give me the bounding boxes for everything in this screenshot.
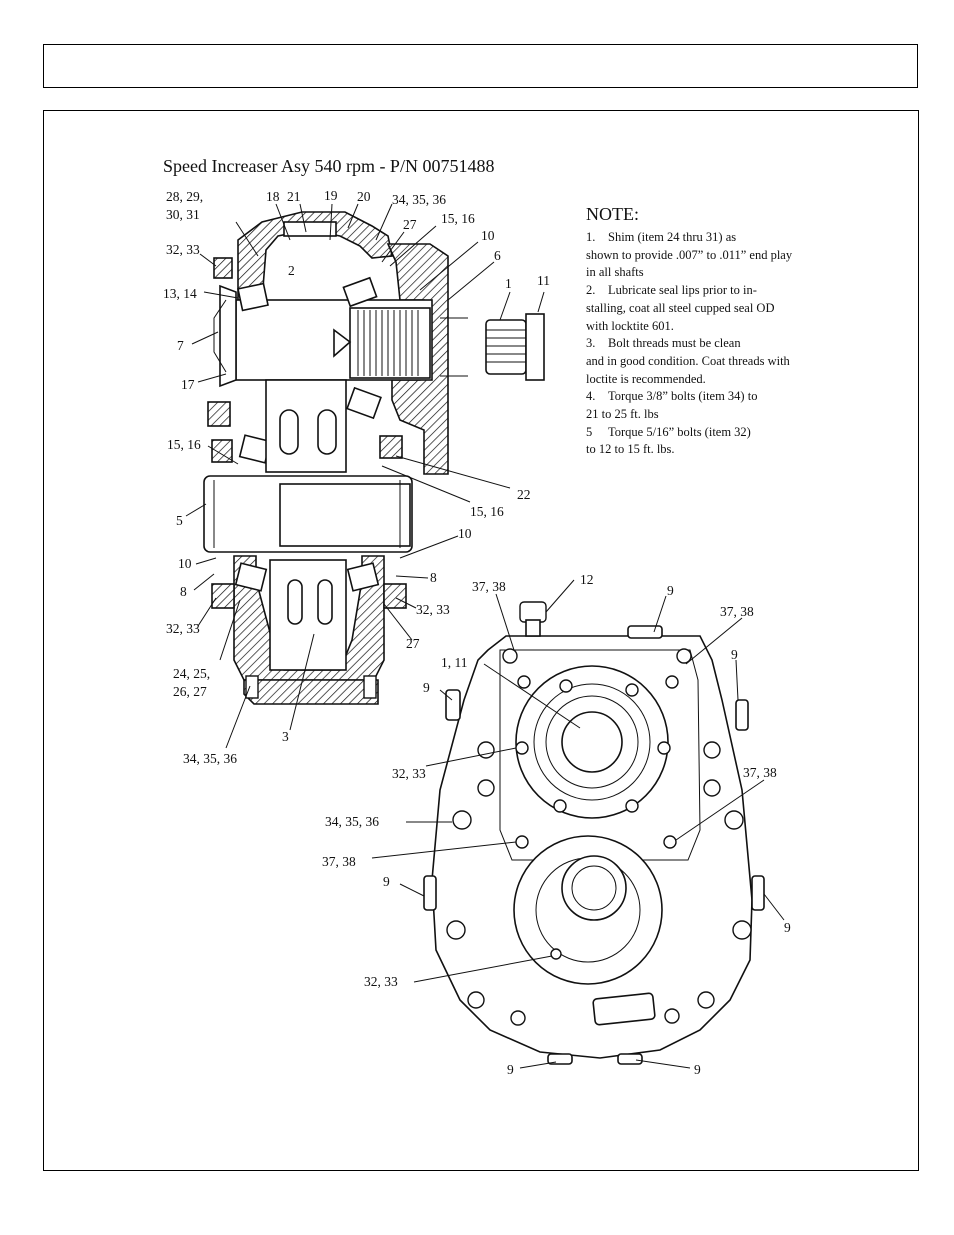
callout-15-16-mid: 15, 16 (470, 504, 504, 519)
note-text-cont: stalling, coat all steel cupped seal OD … (586, 300, 775, 333)
callout-9-left-b: 9 (383, 874, 390, 889)
note-item: 3. Bolt threads must be clean and in good… (586, 335, 799, 388)
note-text-cont: to 12 to 15 ft. lbs. (586, 442, 675, 457)
callout-9-right-a: 9 (731, 647, 738, 662)
callout-1-11: 1, 11 (441, 655, 468, 670)
callout-10-left: 10 (178, 556, 192, 571)
callout-10-top: 10 (481, 228, 495, 243)
callout-9-right-b: 9 (784, 920, 791, 935)
note-text: Lubricate seal lips prior to in- (608, 283, 757, 298)
callout-3: 3 (282, 729, 289, 744)
callout-24-25: 24, 25, (173, 666, 210, 681)
note-text-cont: and in good condition. Coat threads with… (586, 353, 790, 386)
callout-17: 17 (181, 377, 195, 392)
callout-32-33-right: 32, 33 (416, 602, 450, 617)
note-number: 1. (586, 230, 596, 244)
callout-37-38-d: 37, 38 (322, 854, 356, 869)
note-item: 5 Torque 5/16” bolts (item 32) to 12 to 1… (586, 424, 799, 459)
callout-15-16-top: 15, 16 (441, 211, 475, 226)
callout-26-27: 26, 27 (173, 684, 207, 699)
callout-7: 7 (177, 338, 184, 353)
callout-18: 18 (266, 189, 280, 204)
note-text: Shim (item 24 thru 31) as (608, 230, 737, 244)
note-text: Bolt threads must be clean (608, 336, 741, 351)
callout-9-left-a: 9 (423, 680, 430, 695)
callout-5: 5 (176, 513, 183, 528)
callout-6: 6 (494, 248, 501, 263)
callout-21: 21 (287, 189, 301, 204)
callout-32-33-front: 32, 33 (392, 766, 426, 781)
note-text-cont: shown to provide .007” to .011” end play… (586, 247, 793, 280)
callout-34-35-36-bottom: 34, 35, 36 (183, 751, 237, 766)
callout-11: 11 (537, 273, 550, 288)
note-text-cont: 21 to 25 ft. lbs (586, 407, 659, 422)
header-box (43, 44, 918, 88)
content-frame (43, 110, 919, 1171)
callout-12: 12 (580, 572, 594, 587)
callout-27-top: 27 (403, 217, 417, 232)
section-view (203, 211, 545, 705)
callout-9-top: 9 (667, 583, 674, 598)
callout-10-right: 10 (458, 526, 472, 541)
callout-20: 20 (357, 189, 371, 204)
callout-1: 1 (505, 276, 512, 291)
callout-34-35-36-front: 34, 35, 36 (325, 814, 379, 829)
callout-9-bottom-left: 9 (507, 1062, 514, 1077)
callout-37-38-b: 37, 38 (720, 604, 754, 619)
callout-28-29: 28, 29, (166, 189, 203, 204)
callout-8-left: 8 (180, 584, 187, 599)
callout-34-35-36-top: 34, 35, 36 (392, 192, 446, 207)
note-number: 5 (586, 424, 593, 439)
callout-30-31: 30, 31 (166, 207, 200, 222)
callout-32-33-lower: 32, 33 (364, 974, 398, 989)
callout-8-right: 8 (430, 570, 437, 585)
note-item: 1. Shim (item 24 thru 31) as shown to pro… (586, 229, 799, 282)
note-item: 2. Lubricate seal lips prior to in- stall… (586, 282, 799, 335)
callout-13-14: 13, 14 (163, 286, 197, 301)
callout-9-bottom-right: 9 (694, 1062, 701, 1077)
note-heading: NOTE: (586, 204, 639, 224)
front-bolts (446, 648, 752, 1026)
callout-37-38-c: 37, 38 (743, 765, 777, 780)
callout-32-33-top: 32, 33 (166, 242, 200, 257)
front-view (423, 601, 765, 1065)
callout-22: 22 (517, 487, 531, 502)
leader-lines (185, 203, 785, 1069)
note-text: Torque 5/16” bolts (item 32) (608, 424, 751, 439)
callout-labels: 28, 29, 30, 31 18 21 19 20 34, 35, 36 27… (163, 188, 791, 1077)
callout-32-33-left: 32, 33 (166, 621, 200, 636)
callout-15-16-left: 15, 16 (167, 437, 201, 452)
note-number: 3. (586, 336, 596, 351)
callout-37-38-a: 37, 38 (472, 579, 506, 594)
note-text: Torque 3/8” bolts (item 34) to (608, 389, 758, 404)
note-list: 1. Shim (item 24 thru 31) as shown to pro… (586, 229, 799, 459)
figure-title: Speed Increaser Asy 540 rpm - P/N 007514… (163, 156, 495, 176)
note-number: 2. (586, 283, 596, 298)
callout-19: 19 (324, 188, 338, 203)
callout-27-bottom: 27 (406, 636, 420, 651)
note-number: 4. (586, 389, 596, 404)
note-item: 4. Torque 3/8” bolts (item 34) to 21 to 2… (586, 388, 799, 423)
callout-2: 2 (288, 263, 295, 278)
